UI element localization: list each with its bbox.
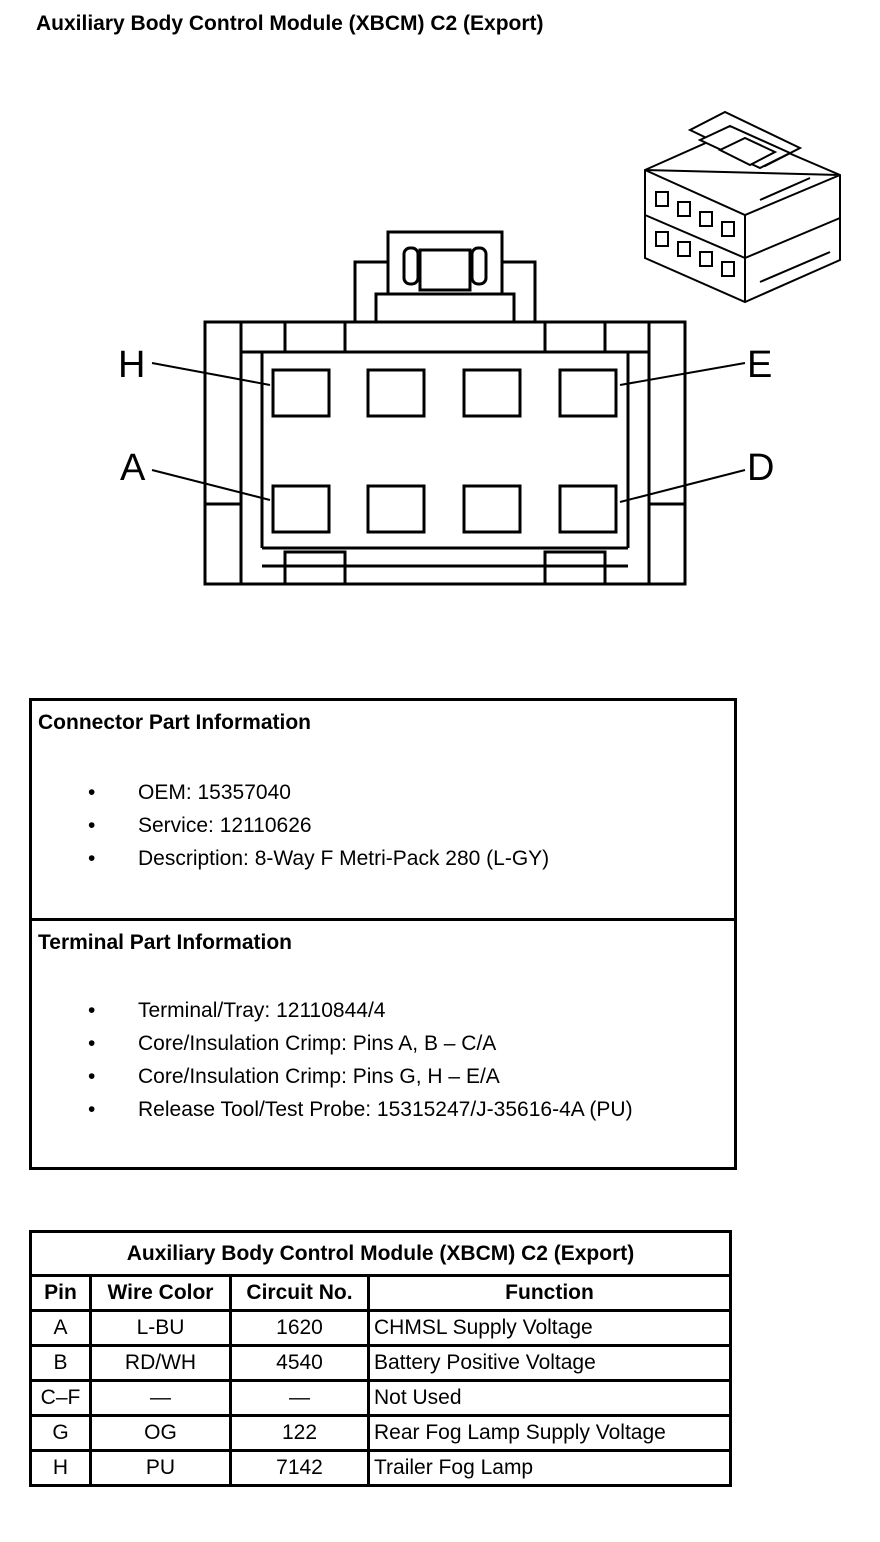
wire-color-cell: RD/WH xyxy=(89,1344,232,1382)
column-header-pin: Pin xyxy=(29,1274,92,1312)
bullet-icon: • xyxy=(88,1065,96,1088)
terminal-release-tool: Release Tool/Test Probe: 15315247/J-3561… xyxy=(138,1098,633,1121)
column-header-circuit: Circuit No. xyxy=(229,1274,370,1312)
terminal-tray: Terminal/Tray: 12110844/4 xyxy=(138,999,386,1022)
table-header-row: Pin Wire Color Circuit No. Function xyxy=(29,1274,732,1312)
bullet-icon: • xyxy=(88,781,96,804)
connector-oem: OEM: 15357040 xyxy=(138,781,291,804)
circuit-cell: 122 xyxy=(229,1414,370,1452)
column-header-wire-color: Wire Color xyxy=(89,1274,232,1312)
wire-color-cell: OG xyxy=(89,1414,232,1452)
column-header-function: Function xyxy=(367,1274,732,1312)
terminal-part-info-list: • Terminal/Tray: 12110844/4 • Core/Insulat… xyxy=(32,999,633,1131)
connector-part-info-title: Connector Part Information xyxy=(38,711,312,734)
pin-label-d: D xyxy=(747,447,774,489)
pin-cell: H xyxy=(29,1449,92,1487)
pin-label-h: H xyxy=(118,344,145,386)
part-info-box: Connector Part Information • OEM: 1535704… xyxy=(29,698,737,1170)
table-row: H PU 7142 Trailer Fog Lamp xyxy=(29,1449,732,1487)
circuit-cell: 1620 xyxy=(229,1309,370,1347)
table-row: A L-BU 1620 CHMSL Supply Voltage xyxy=(29,1309,732,1347)
connector-service: Service: 12110626 xyxy=(138,814,312,837)
bullet-icon: • xyxy=(88,1032,96,1055)
pinout-table-caption: Auxiliary Body Control Module (XBCM) C2 … xyxy=(29,1230,732,1277)
list-item: • Service: 12110626 xyxy=(32,814,549,847)
table-row: B RD/WH 4540 Battery Positive Voltage xyxy=(29,1344,732,1382)
function-cell: Not Used xyxy=(367,1379,732,1417)
connector-part-info: Connector Part Information • OEM: 1535704… xyxy=(32,701,734,921)
function-cell: Rear Fog Lamp Supply Voltage xyxy=(367,1414,732,1452)
list-item: • Core/Insulation Crimp: Pins A, B – C/A xyxy=(32,1032,633,1065)
terminal-part-info: Terminal Part Information • Terminal/Tray… xyxy=(32,921,734,1167)
pin-label-a: A xyxy=(120,447,146,489)
circuit-cell: 4540 xyxy=(229,1344,370,1382)
bullet-icon: • xyxy=(88,814,96,837)
connector-description: Description: 8-Way F Metri-Pack 280 (L-G… xyxy=(138,847,550,870)
pin-label-e: E xyxy=(747,344,772,386)
list-item: • OEM: 15357040 xyxy=(32,781,549,814)
connector-face-drawing xyxy=(151,230,746,586)
page-title: Auxiliary Body Control Module (XBCM) C2 … xyxy=(36,12,544,35)
pin-cell: A xyxy=(29,1309,92,1347)
function-cell: CHMSL Supply Voltage xyxy=(367,1309,732,1347)
pin-cell: B xyxy=(29,1344,92,1382)
bullet-icon: • xyxy=(88,999,96,1022)
wire-color-cell: L-BU xyxy=(89,1309,232,1347)
connector-part-info-list: • OEM: 15357040 • Service: 12110626 • Descr… xyxy=(32,781,549,880)
table-row: G OG 122 Rear Fog Lamp Supply Voltage xyxy=(29,1414,732,1452)
wire-color-cell: — xyxy=(89,1379,232,1417)
connector-diagram: H A E D xyxy=(118,110,841,586)
terminal-crimp-ab: Core/Insulation Crimp: Pins A, B – C/A xyxy=(138,1032,497,1055)
bullet-icon: • xyxy=(88,1098,96,1121)
circuit-cell: — xyxy=(229,1379,370,1417)
list-item: • Core/Insulation Crimp: Pins G, H – E/A xyxy=(32,1065,633,1098)
bullet-icon: • xyxy=(88,847,96,870)
function-cell: Battery Positive Voltage xyxy=(367,1344,732,1382)
list-item: • Description: 8-Way F Metri-Pack 280 (L-… xyxy=(32,847,549,880)
terminal-part-info-title: Terminal Part Information xyxy=(38,931,292,954)
terminal-crimp-gh: Core/Insulation Crimp: Pins G, H – E/A xyxy=(138,1065,500,1088)
list-item: • Terminal/Tray: 12110844/4 xyxy=(32,999,633,1032)
pin-cell: C–F xyxy=(29,1379,92,1417)
circuit-cell: 7142 xyxy=(229,1449,370,1487)
function-cell: Trailer Fog Lamp xyxy=(367,1449,732,1487)
pin-cell: G xyxy=(29,1414,92,1452)
wire-color-cell: PU xyxy=(89,1449,232,1487)
table-row: C–F — — Not Used xyxy=(29,1379,732,1417)
list-item: • Release Tool/Test Probe: 15315247/J-356… xyxy=(32,1098,633,1131)
pinout-table: Auxiliary Body Control Module (XBCM) C2 … xyxy=(29,1230,732,1487)
connector-isometric-illustration xyxy=(644,110,841,304)
